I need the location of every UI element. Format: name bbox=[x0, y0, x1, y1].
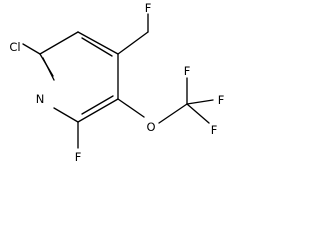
bond-c3-c4 bbox=[77, 31, 119, 55]
trifluoromethyl-fluorine-right-label: F bbox=[218, 93, 225, 107]
double-bond-n-c2-inner bbox=[42, 57, 55, 81]
bond-c2-cl bbox=[22, 43, 41, 55]
trifluoromethyl-fluorine-bottom-label: F bbox=[211, 123, 218, 137]
bond-c2-c3 bbox=[39, 31, 79, 55]
bond-c4-ch2 bbox=[117, 31, 149, 55]
bond-cf3-carbon-f-bottom bbox=[186, 103, 210, 124]
trifluoromethyl-fluorine-top-label: F bbox=[184, 64, 191, 78]
nitrogen-atom-label: N bbox=[36, 92, 45, 106]
methylene-fluorine-atom-label: F bbox=[145, 1, 152, 15]
molecule-structure-diagram: Cl N F O F F F F bbox=[9, 1, 225, 164]
bond-c5-c6 bbox=[77, 98, 119, 123]
chlorine-atom-label: Cl bbox=[9, 40, 20, 54]
bond-o-cf3-carbon bbox=[158, 103, 188, 124]
double-bond-c3-c4-inner bbox=[81, 37, 113, 57]
bond-c6-n bbox=[53, 107, 79, 123]
ring-fluorine-atom-label: F bbox=[75, 150, 82, 164]
double-bond-c5-c6-inner bbox=[81, 95, 114, 115]
bond-cf3-carbon-f-right bbox=[186, 99, 214, 105]
oxygen-atom-label: O bbox=[146, 120, 155, 134]
bond-c5-o bbox=[117, 98, 145, 118]
